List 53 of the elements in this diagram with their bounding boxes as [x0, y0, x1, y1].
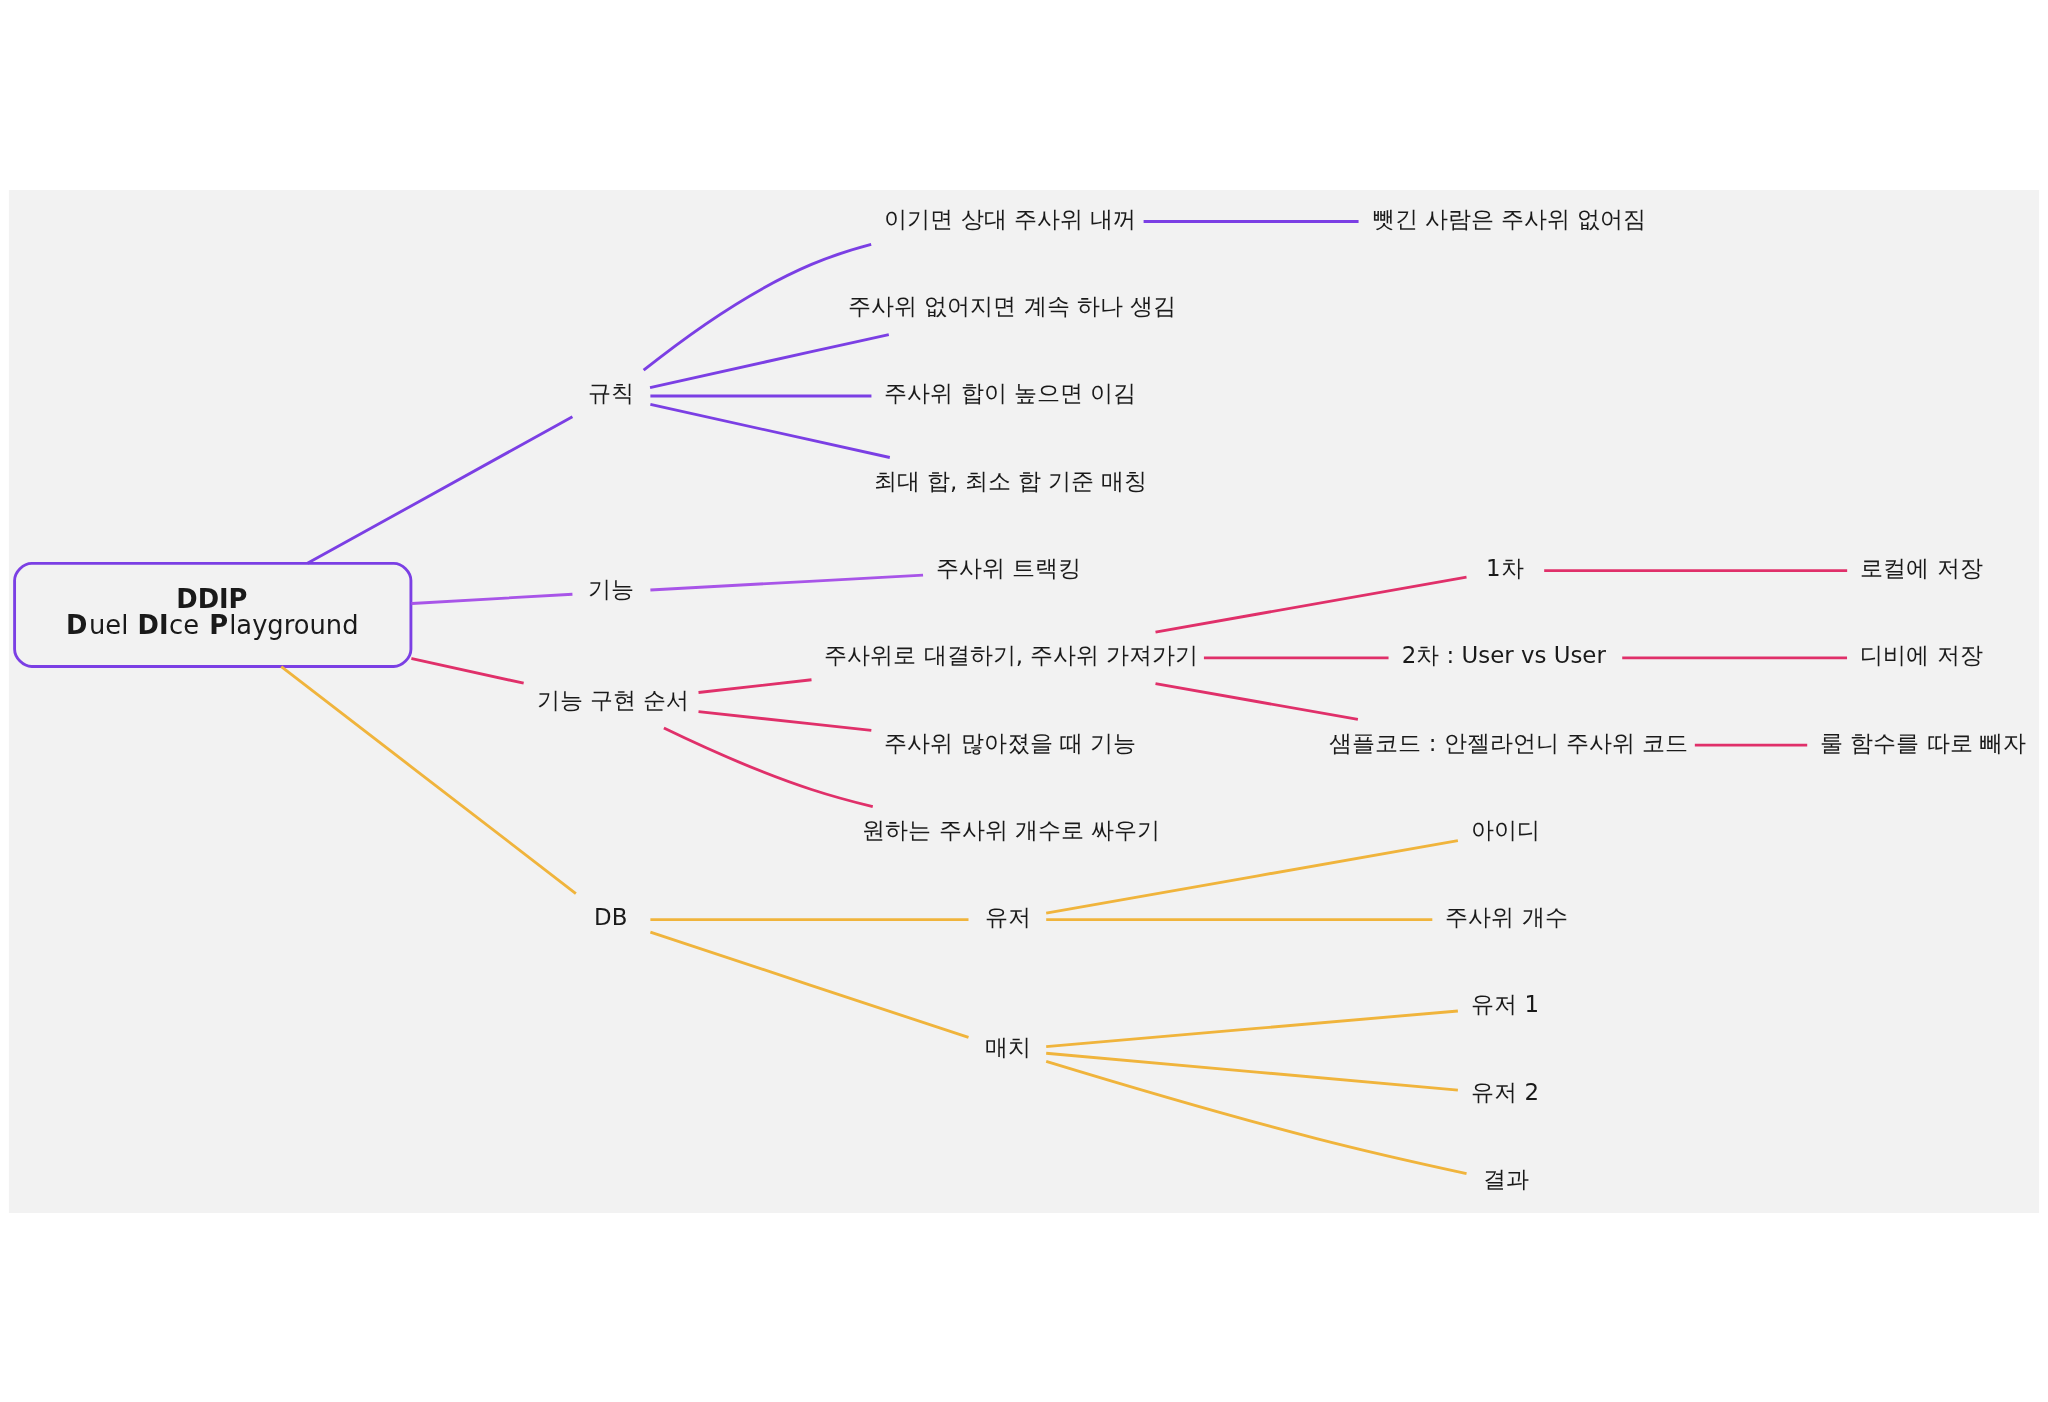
- node-text: 디비에 저장: [1860, 641, 1983, 668]
- connector: [649, 930, 969, 1039]
- node-text: 기능 구현 순서: [536, 686, 690, 713]
- connector: [650, 394, 872, 397]
- connector: [650, 402, 891, 459]
- node-text: 규칙: [588, 379, 635, 406]
- connector: [1046, 1009, 1458, 1048]
- connector: [649, 332, 890, 389]
- connector: [306, 414, 574, 565]
- connector: [698, 709, 872, 732]
- node-box: DDIP Duel DIce Playground: [13, 561, 413, 668]
- connector: [1694, 743, 1808, 747]
- node-text: 샘플코드 : 안젤라언니 주사위 코드: [1329, 729, 1689, 756]
- node-text: DB: [594, 903, 628, 930]
- connector: [1155, 575, 1467, 633]
- connector: [1046, 1051, 1458, 1092]
- node-text: 이기면 상대 주사위 내꺼: [884, 205, 1137, 232]
- connector: [1622, 655, 1848, 659]
- node-text: 유저 1: [1471, 990, 1539, 1017]
- node-text: 로컬에 저장: [1860, 554, 1983, 581]
- node-text: 룰 함수를 따로 빼자: [1820, 729, 2027, 756]
- node-text: 주사위 많아졌을 때 기능: [884, 729, 1137, 756]
- connector: [280, 665, 577, 895]
- node-text: 주사위로 대결하기, 주사위 가져가기: [824, 641, 1199, 668]
- connector: [1203, 655, 1389, 659]
- connector: [642, 242, 872, 371]
- node-text: 매치: [984, 1033, 1031, 1060]
- node-text: 원하는 주사위 개수로 싸우기: [862, 816, 1161, 843]
- connector: [1046, 917, 1433, 921]
- connector: [1143, 219, 1359, 223]
- connector: [411, 592, 573, 605]
- connector: [1045, 1059, 1467, 1175]
- node-text: 기능: [588, 575, 635, 602]
- node-text: 주사위 없어지면 계속 하나 생김: [848, 292, 1177, 319]
- node-text: 최대 합, 최소 합 기준 매칭: [873, 467, 1148, 494]
- connector: [411, 656, 524, 685]
- connector: [1544, 568, 1848, 572]
- node-text: 결과: [1482, 1165, 1529, 1192]
- connector: [1045, 838, 1459, 915]
- node-text: 주사위 개수: [1445, 903, 1568, 930]
- connector: [698, 677, 812, 694]
- connector: [663, 726, 874, 808]
- node-text: 주사위 트랙킹: [936, 554, 1082, 581]
- node-text: 2차 : User vs User: [1401, 641, 1606, 668]
- node-text: 뺏긴 사람은 주사위 없어짐: [1371, 205, 1647, 232]
- node-text: 유저: [984, 903, 1031, 930]
- node-text: 유저 2: [1471, 1078, 1539, 1105]
- node-text: 주사위 합이 높으면 이김: [884, 379, 1137, 406]
- connector: [1155, 681, 1359, 721]
- node-text: 아이디: [1471, 816, 1541, 843]
- node-text: 1차: [1486, 554, 1524, 581]
- connector: [650, 917, 969, 921]
- connector: [650, 573, 924, 591]
